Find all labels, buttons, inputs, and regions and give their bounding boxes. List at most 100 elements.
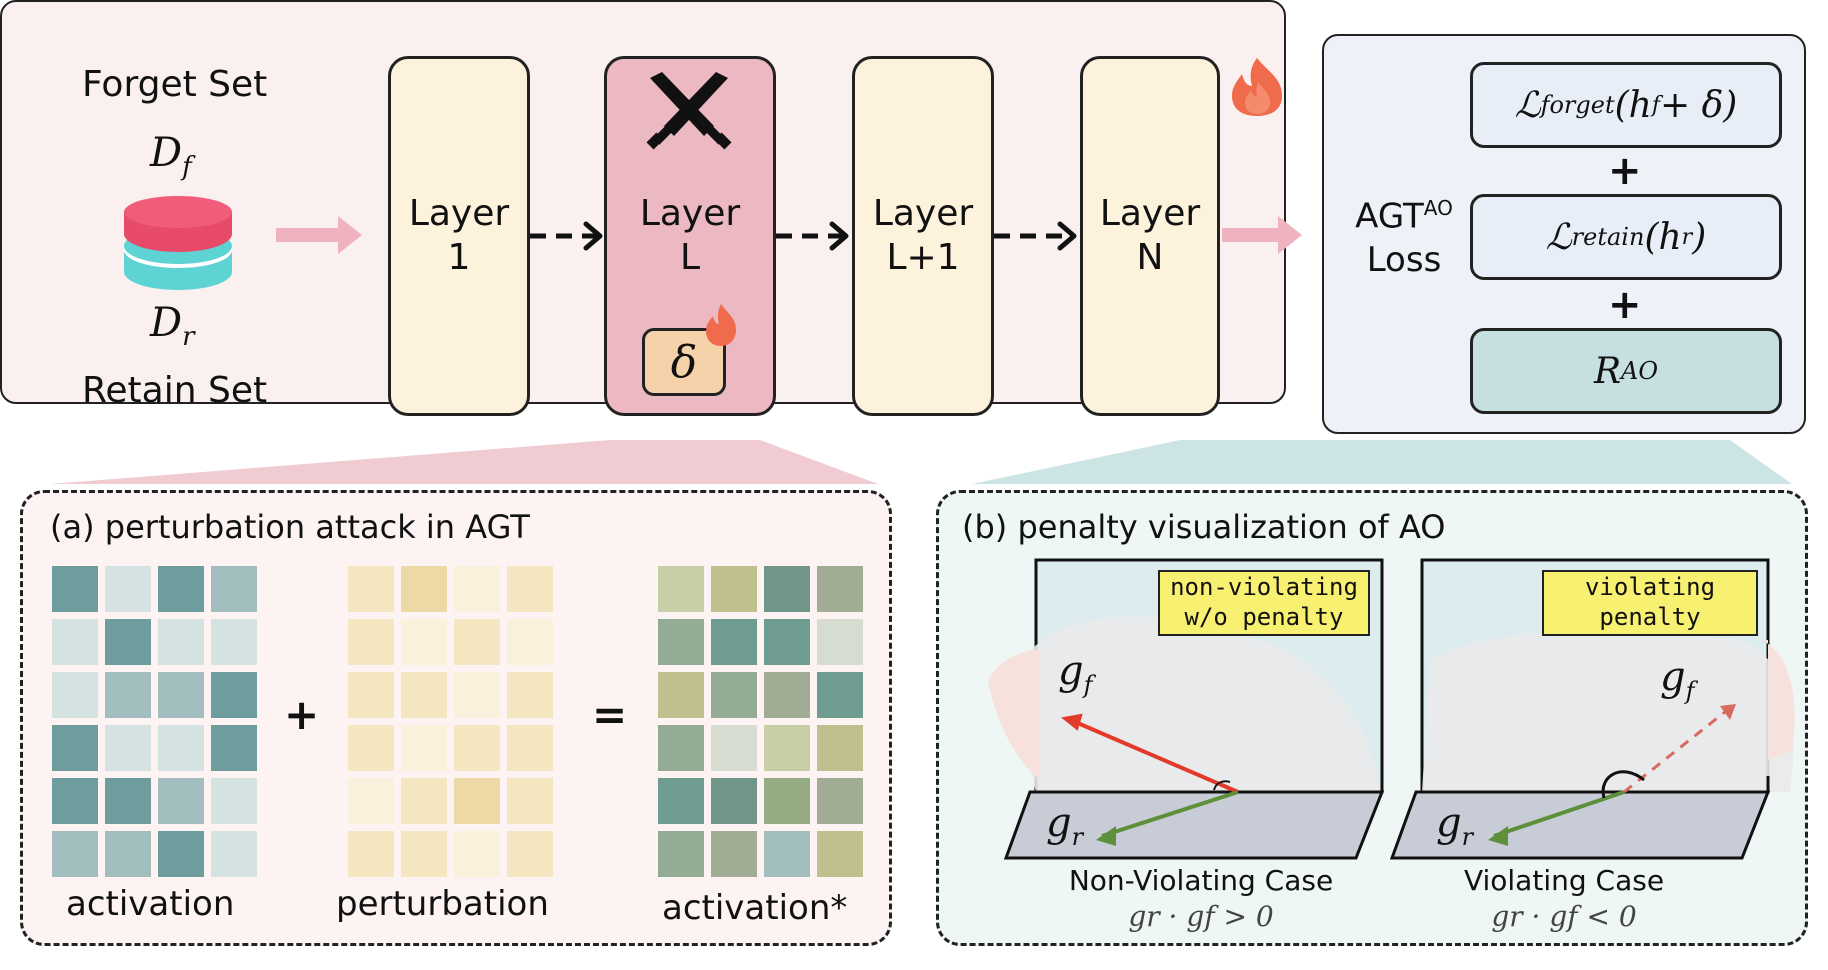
layer-L1-index: L+1: [886, 237, 960, 278]
activation-star-cell: [764, 619, 810, 665]
activation-cell: [52, 566, 98, 612]
perturbation-cell: [401, 619, 447, 665]
perturbation-cell: [454, 778, 500, 824]
activation-cell: [211, 619, 257, 665]
violating-condition: gr · gf < 0: [1491, 900, 1637, 933]
activation-star-cell: [658, 778, 704, 824]
right-gf-label: gf: [1660, 654, 1695, 705]
activation-cell: [105, 831, 151, 877]
non-violating-note: non-violating w/o penalty: [1158, 570, 1370, 636]
perturbation-cell: [348, 566, 394, 612]
activation-star-cell: [711, 672, 757, 718]
activation-cell: [158, 566, 204, 612]
perturbation-cell: [401, 778, 447, 824]
activation-star-cell: [764, 725, 810, 771]
activation-star-cell: [711, 725, 757, 771]
activation-star-cell: [764, 831, 810, 877]
activation-star-grid: [658, 566, 863, 877]
activation-cell: [52, 831, 98, 877]
non-violating-condition: gr · gf > 0: [1128, 900, 1274, 933]
perturbation-cell: [348, 725, 394, 771]
small-fire-icon: [706, 304, 736, 346]
activation-cell: [211, 566, 257, 612]
connector-to-panel-a: [50, 440, 878, 484]
plus-operator: +: [284, 690, 320, 739]
activation-star-cell: [817, 619, 863, 665]
activation-cell: [211, 725, 257, 771]
violating-note: violating penalty: [1542, 570, 1758, 636]
activation-star-cell: [658, 619, 704, 665]
activation-cell: [158, 778, 204, 824]
activation-star-cell: [817, 778, 863, 824]
layer-1: Layer 1: [388, 56, 530, 416]
layer-1-label: Layer: [408, 193, 510, 234]
layer-L-index: L: [679, 237, 701, 278]
perturbation-cell: [454, 672, 500, 718]
equals-operator: =: [592, 690, 628, 739]
activation-cell: [105, 725, 151, 771]
activation-cell: [105, 778, 151, 824]
right-gr-label: gr: [1436, 800, 1474, 851]
activation-star-cell: [817, 725, 863, 771]
activation-star-cell: [711, 566, 757, 612]
perturbation-grid: [348, 566, 553, 877]
perturbation-cell: [454, 725, 500, 771]
perturbation-cell: [507, 619, 553, 665]
activation-cell: [158, 672, 204, 718]
layer-L-label: Layer: [639, 193, 741, 234]
loss-title-line2: Loss: [1366, 240, 1442, 281]
perturbation-cell: [401, 672, 447, 718]
perturbation-cell: [507, 672, 553, 718]
perturbation-cell: [348, 778, 394, 824]
crossed-swords-icon: [646, 72, 732, 150]
perturbation-cell: [507, 725, 553, 771]
perturbation-cell: [507, 831, 553, 877]
layer-L1-label: Layer: [872, 193, 974, 234]
retain-set-label: Retain Set: [82, 370, 268, 411]
activation-star-cell: [658, 725, 704, 771]
perturbation-cell: [454, 619, 500, 665]
plus-sign-2: +: [1608, 282, 1642, 328]
loss-title-sup: AO: [1423, 196, 1453, 220]
activation-cell: [211, 831, 257, 877]
forget-set-symbol: Df: [150, 130, 192, 182]
perturbation-cell: [401, 831, 447, 877]
activation-cell: [52, 725, 98, 771]
activation-star-cell: [658, 831, 704, 877]
output-arrow: [1222, 216, 1302, 254]
perturbation-cell: [454, 831, 500, 877]
activation-star-cell: [711, 831, 757, 877]
activation-grid: [52, 566, 257, 877]
activation-star-cell: [764, 672, 810, 718]
retain-set-symbol: Dr: [150, 300, 195, 352]
activation-star-cell: [711, 778, 757, 824]
activation-cell: [105, 619, 151, 665]
activation-cell: [105, 672, 151, 718]
panel-b-title: (b) penalty visualization of AO: [962, 508, 1446, 546]
activation-cell: [52, 778, 98, 824]
perturbation-cell: [507, 566, 553, 612]
activation-label: activation: [66, 884, 235, 924]
forget-set-label: Forget Set: [82, 64, 268, 105]
perturbation-cell: [348, 619, 394, 665]
left-gr-label: gr: [1046, 800, 1084, 851]
perturbation-label: perturbation: [336, 884, 549, 924]
perturbation-cell: [401, 566, 447, 612]
perturbation-cell: [454, 566, 500, 612]
activation-star-cell: [764, 778, 810, 824]
input-arrow: [276, 216, 362, 254]
non-violating-case-label: Non-Violating Case: [1068, 864, 1334, 897]
perturbation-cell: [507, 778, 553, 824]
loss-title: AGTAO Loss: [1344, 186, 1464, 282]
perturbation-cell: [401, 725, 447, 771]
plus-sign-1: +: [1608, 148, 1642, 194]
activation-star-cell: [817, 672, 863, 718]
perturbation-cell: [348, 831, 394, 877]
activation-cell: [158, 725, 204, 771]
panel-a-title: (a) perturbation attack in AGT: [50, 508, 530, 546]
layer-L-plus-1: Layer L+1: [852, 56, 994, 416]
